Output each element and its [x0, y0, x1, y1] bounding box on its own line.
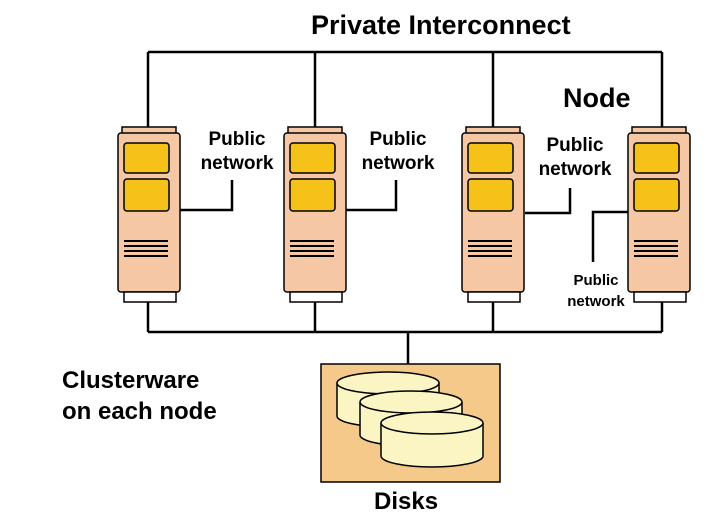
public-network-label-1-line-1: Public	[208, 129, 266, 150]
disk-array	[320, 363, 501, 483]
public-network-label-2: Public network	[352, 128, 444, 176]
public-network-label-3: Public network	[529, 134, 621, 182]
clusterware-label-line-2: on each node	[62, 398, 217, 425]
public-network-label-4-line-1: Public	[573, 272, 619, 289]
clusterware-label-line-1: Clusterware	[62, 367, 200, 394]
private-interconnect-lines	[146, 50, 664, 127]
node-1	[117, 126, 181, 303]
public-network-label-4-line-2: network	[567, 293, 625, 310]
node-4	[627, 126, 691, 303]
public-network-label-1: Public network	[191, 128, 283, 176]
clusterware-label: Clusterware on each node	[62, 365, 217, 427]
node-2	[283, 126, 347, 303]
node-3	[461, 126, 525, 303]
public-network-label-3-line-2: network	[538, 159, 612, 180]
public-network-label-2-line-1: Public	[369, 129, 427, 150]
public-network-label-2-line-2: network	[361, 153, 435, 174]
title-private-interconnect: Private Interconnect	[311, 10, 571, 40]
disks-label: Disks	[374, 488, 439, 515]
node-label: Node	[563, 83, 631, 113]
storage-bus-lines	[146, 302, 664, 364]
public-network-label-4: Public network	[560, 270, 632, 312]
public-network-label-3-line-1: Public	[546, 135, 604, 156]
public-network-label-1-line-2: network	[200, 153, 274, 174]
disk-cylinder-3	[380, 411, 484, 468]
public-network-lines	[180, 180, 630, 262]
